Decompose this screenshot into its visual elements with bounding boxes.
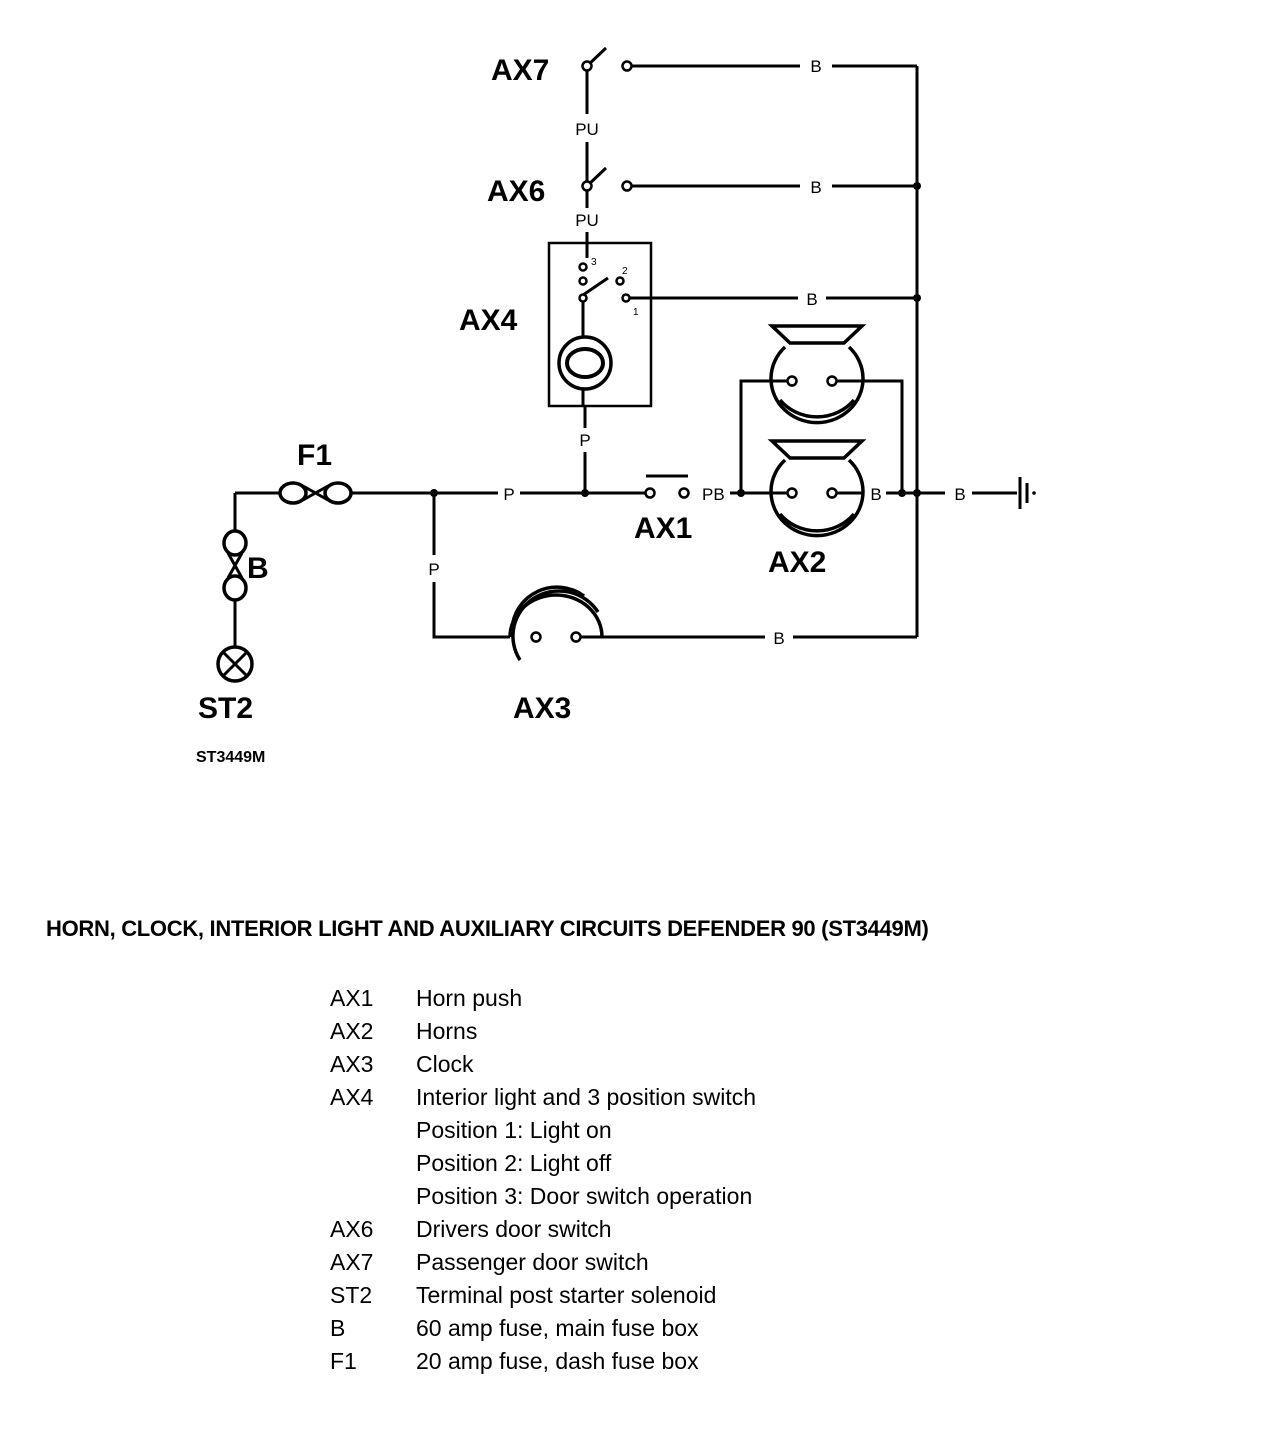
legend-row: AX4 Interior light and 3 position switch (330, 1081, 756, 1114)
ax4-label: AX4 (459, 304, 518, 337)
junction-ax6 (913, 182, 921, 190)
ax4-wire-label: B (806, 290, 817, 309)
legend-row: Position 1: Light on (330, 1114, 756, 1147)
p-label-clock: P (428, 560, 439, 579)
legend-code: AX2 (330, 1018, 374, 1044)
ax3-label: AX3 (513, 692, 571, 725)
p-label-ax4: P (579, 431, 590, 450)
b-fuse-label: B (247, 552, 269, 585)
st2-terminal-post (216, 645, 254, 683)
st2-label: ST2 (198, 692, 253, 725)
legend-description: Clock (416, 1051, 474, 1077)
legend-row: AX2 Horns (330, 1015, 756, 1048)
figure-caption: HORN, CLOCK, INTERIOR LIGHT AND AUXILIAR… (46, 916, 929, 941)
horn-earth-label: B (870, 485, 881, 504)
legend-code: AX6 (330, 1216, 374, 1242)
legend-code: AX4 (330, 1084, 374, 1110)
horn-upper-earth-wire (837, 379, 904, 493)
junction-feed-2 (581, 489, 589, 497)
ax7-switch (581, 46, 633, 72)
ax4-interior-light-unit: 3 2 1 (547, 241, 653, 408)
legend-description: 60 amp fuse, main fuse box (416, 1315, 699, 1341)
pb-label: PB (702, 485, 725, 504)
svg-text:1: 1 (633, 307, 639, 318)
pu-label-2: PU (575, 211, 599, 230)
p-wire-clock (432, 493, 510, 639)
legend-code: ST2 (330, 1282, 373, 1308)
legend-row: AX1 Horn push (330, 982, 756, 1015)
legend-code: AX1 (330, 985, 374, 1011)
junction-horns (737, 489, 745, 497)
ax6-switch (581, 166, 633, 192)
pu-label-1: PU (575, 120, 599, 139)
legend-code: B (330, 1315, 346, 1341)
ax7-wire-label: B (810, 57, 821, 76)
legend-row: F1 20 amp fuse, dash fuse box (330, 1345, 756, 1378)
f1-label: F1 (297, 439, 332, 472)
ax2-horn-lower (767, 439, 867, 538)
earth-out-label: B (954, 485, 965, 504)
junction-ax4 (913, 294, 921, 302)
b-fuse (222, 529, 248, 602)
legend-description: Drivers door switch (416, 1216, 612, 1242)
legend-description: Horn push (416, 985, 523, 1011)
pb-wire (730, 379, 790, 495)
legend-row: ST2 Terminal post starter solenoid (330, 1279, 756, 1312)
ax2-label: AX2 (768, 546, 826, 579)
legend-row: AX7 Passenger door switch (330, 1246, 756, 1279)
ax7-label: AX7 (491, 54, 549, 87)
legend-description: 20 amp fuse, dash fuse box (416, 1348, 699, 1374)
legend-code (330, 1114, 416, 1147)
legend-row: Position 2: Light off (330, 1147, 756, 1180)
clock-earth-label: B (773, 629, 784, 648)
legend-row: B 60 amp fuse, main fuse box (330, 1312, 756, 1345)
ax3-clock (508, 585, 604, 661)
ax1-label: AX1 (634, 512, 692, 545)
legend-row: AX3 Clock (330, 1048, 756, 1081)
legend-description: Passenger door switch (416, 1249, 649, 1275)
junction-earth-2 (913, 489, 921, 497)
legend-description: Horns (416, 1018, 478, 1044)
legend-code (330, 1180, 416, 1213)
legend-description: Position 3: Door switch operation (416, 1183, 753, 1209)
legend-row: AX6 Drivers door switch (330, 1213, 756, 1246)
legend-description: Position 1: Light on (416, 1117, 612, 1143)
p-label-feed: P (503, 485, 514, 504)
earth-icon (1018, 477, 1036, 509)
legend-description: Interior light and 3 position switch (416, 1084, 757, 1110)
svg-text:3: 3 (591, 257, 597, 268)
legend-row: Position 3: Door switch operation (330, 1180, 756, 1213)
legend-code: AX7 (330, 1249, 374, 1275)
ax1-horn-push (644, 474, 690, 499)
ax6-wire-label: B (810, 178, 821, 197)
legend-code: AX3 (330, 1051, 374, 1077)
legend-code (330, 1147, 416, 1180)
legend-code: F1 (330, 1348, 357, 1374)
figure-ref: ST3449M (196, 749, 265, 766)
ax6-label: AX6 (487, 175, 545, 208)
junction-earth-1 (898, 489, 906, 497)
f1-fuse (278, 481, 353, 505)
legend-description: Terminal post starter solenoid (416, 1282, 717, 1308)
svg-text:2: 2 (622, 266, 628, 277)
legend-description: Position 2: Light off (416, 1150, 612, 1176)
wiring-diagram: B AX7 PU B AX6 PU 3 2 1 B AX4 P P (196, 46, 1036, 766)
ax2-horn-upper (767, 324, 867, 425)
